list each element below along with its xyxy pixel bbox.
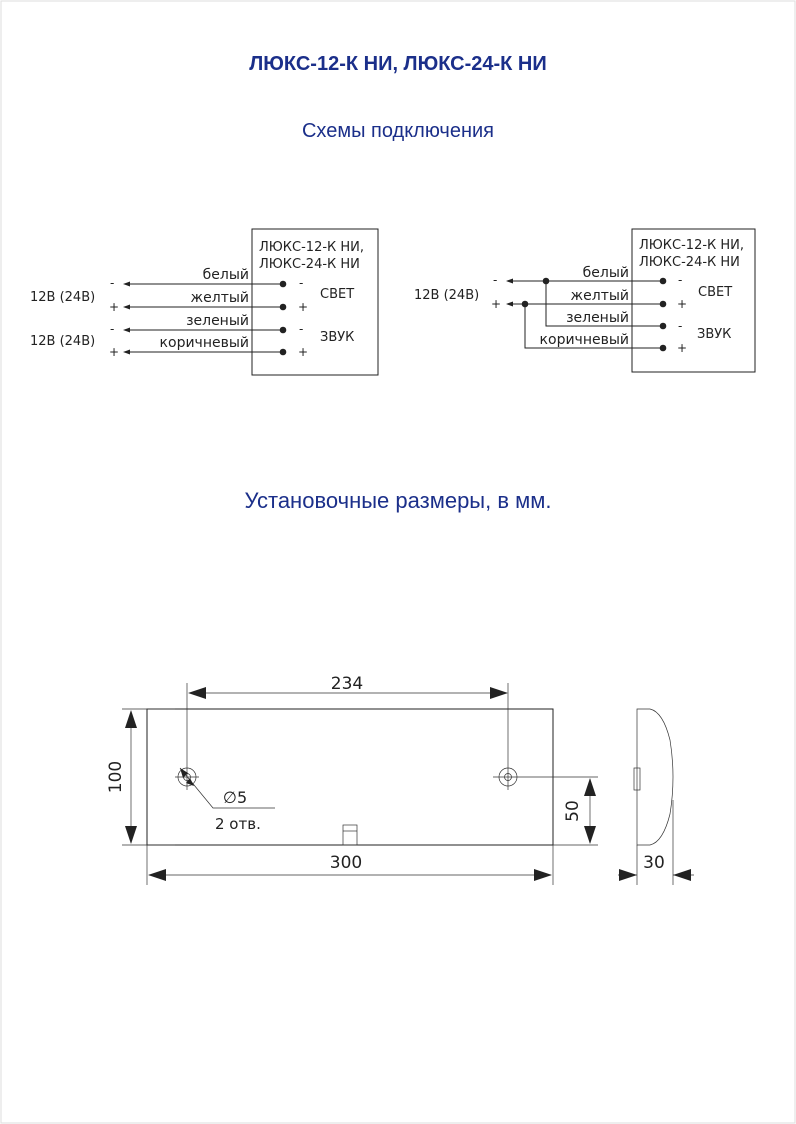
wire-green: зеленый xyxy=(186,313,249,329)
sign-plus: + xyxy=(677,297,687,311)
housing-outline xyxy=(146,708,554,846)
light-label: СВЕТ xyxy=(698,285,732,300)
wiring-diagram-separate: ЛЮКС-12-К НИ, ЛЮКС-24-К НИ СВЕТ ЗВУК бел… xyxy=(30,228,379,376)
light-label: СВЕТ xyxy=(320,287,354,302)
wire-white: белый xyxy=(583,265,629,281)
wiring-diagram-combined: ЛЮКС-12-К НИ, ЛЮКС-24-К НИ СВЕТ ЗВУК бел… xyxy=(414,228,756,373)
wire-brown: коричневый xyxy=(540,332,629,348)
device-name-1: ЛЮКС-12-К НИ, xyxy=(259,240,364,255)
sign-minus: - xyxy=(299,276,303,290)
wiring-heading: Схемы подключения xyxy=(302,120,494,142)
wire-white: белый xyxy=(203,267,249,283)
sign-plus: + xyxy=(109,345,119,359)
sign-plus: + xyxy=(298,300,308,314)
device-name-1: ЛЮКС-12-К НИ, xyxy=(639,238,744,253)
sound-label: ЗВУК xyxy=(320,330,354,345)
wire-yellow: желтый xyxy=(191,290,249,306)
wire-brown: коричневый xyxy=(160,335,249,351)
sign-minus: - xyxy=(493,273,497,287)
sound-label: ЗВУК xyxy=(697,327,731,342)
dim-hole-spacing: 234 xyxy=(331,674,363,694)
device-box xyxy=(251,228,379,376)
power-label-sound: 12В (24В) xyxy=(30,334,95,349)
wire-yellow: желтый xyxy=(571,288,629,304)
sign-minus: - xyxy=(678,273,682,287)
sign-minus: - xyxy=(678,319,682,333)
front-view-drawing: 234 100 300 50 ∅5 2 отв. xyxy=(106,674,598,885)
device-name-2: ЛЮКС-24-К НИ xyxy=(259,257,360,272)
power-label-light: 12В (24В) xyxy=(30,290,95,305)
sign-plus: + xyxy=(109,300,119,314)
device-name-2: ЛЮКС-24-К НИ xyxy=(639,255,740,270)
dim-length: 300 xyxy=(330,853,362,873)
side-view-drawing: 30 xyxy=(618,708,694,885)
dim-hole-height: 50 xyxy=(563,800,583,822)
device-box xyxy=(631,228,756,373)
sign-plus: + xyxy=(677,341,687,355)
dim-depth: 30 xyxy=(643,853,665,873)
sign-minus: - xyxy=(110,276,114,290)
dim-hole-count: 2 отв. xyxy=(215,815,261,833)
sign-plus: + xyxy=(298,345,308,359)
sign-plus: + xyxy=(491,297,501,311)
sign-minus: - xyxy=(299,322,303,336)
dim-hole-diameter: ∅5 xyxy=(223,788,247,807)
sign-minus: - xyxy=(110,322,114,336)
dimensions-heading: Установочные размеры, в мм. xyxy=(244,488,551,513)
wire-green: зеленый xyxy=(566,310,629,326)
power-label: 12В (24В) xyxy=(414,288,479,303)
dim-height: 100 xyxy=(106,761,126,793)
page-title: ЛЮКС-12-К НИ, ЛЮКС-24-К НИ xyxy=(249,53,547,75)
